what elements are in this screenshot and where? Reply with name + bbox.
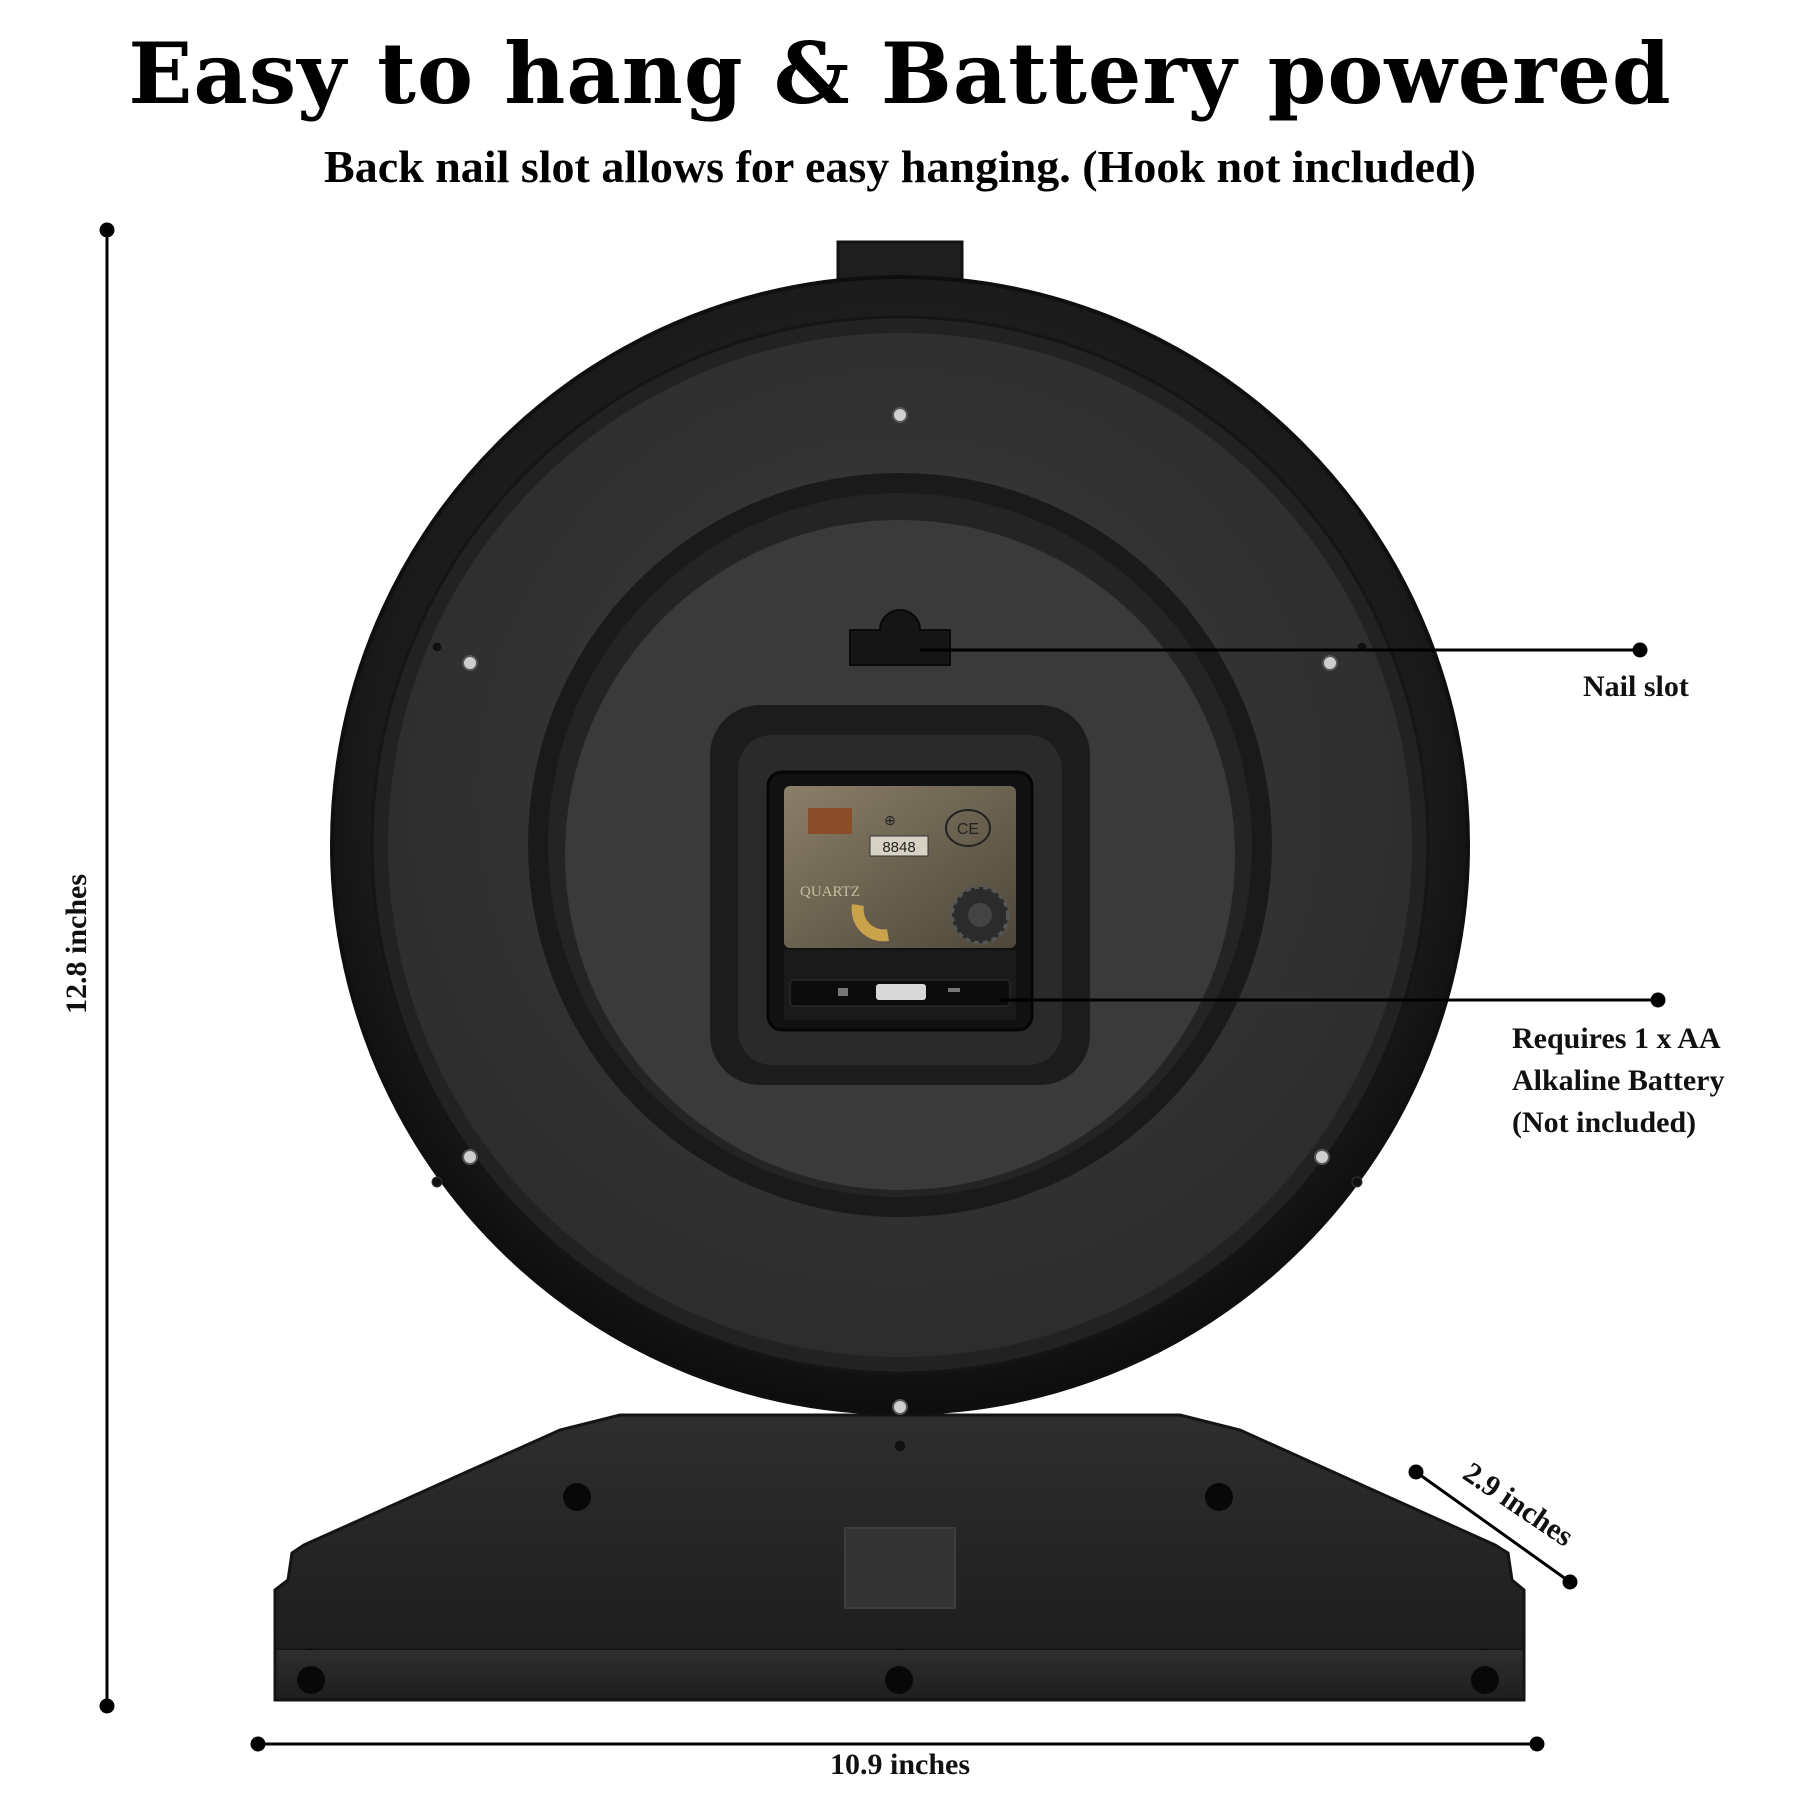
battery-label-line2: Alkaline Battery bbox=[1512, 1064, 1725, 1097]
nail-slot-label: Nail slot bbox=[1583, 670, 1689, 703]
battery-label-line1: Requires 1 x AA bbox=[1512, 1022, 1721, 1055]
dimension-lines bbox=[99, 222, 1578, 1752]
callout-lines bbox=[920, 642, 1666, 1008]
width-dimension-label: 10.9 inches bbox=[829, 1748, 970, 1781]
height-dimension-label: 12.8 inches bbox=[60, 874, 93, 1015]
battery-label-line3: (Not included) bbox=[1512, 1106, 1697, 1139]
screws bbox=[462, 407, 1338, 1415]
battery-label: Requires 1 x AA Alkaline Battery (Not in… bbox=[1512, 1018, 1724, 1144]
battery-contact bbox=[876, 984, 926, 1000]
page-subtitle: Back nail slot allows for easy hanging. … bbox=[324, 141, 1476, 192]
base-label-area bbox=[844, 1527, 956, 1609]
movement-model: 8848 bbox=[882, 839, 915, 856]
quartz-engraving: QUARTZ bbox=[800, 884, 860, 900]
hanging-tab bbox=[836, 240, 964, 282]
ce-mark: CE bbox=[957, 821, 979, 838]
page-title: Easy to hang & Battery powered bbox=[128, 24, 1672, 123]
svg-text:⊕: ⊕ bbox=[884, 812, 896, 828]
quartz-movement: ⊕ 8848 CE QUARTZ bbox=[766, 770, 1034, 1032]
